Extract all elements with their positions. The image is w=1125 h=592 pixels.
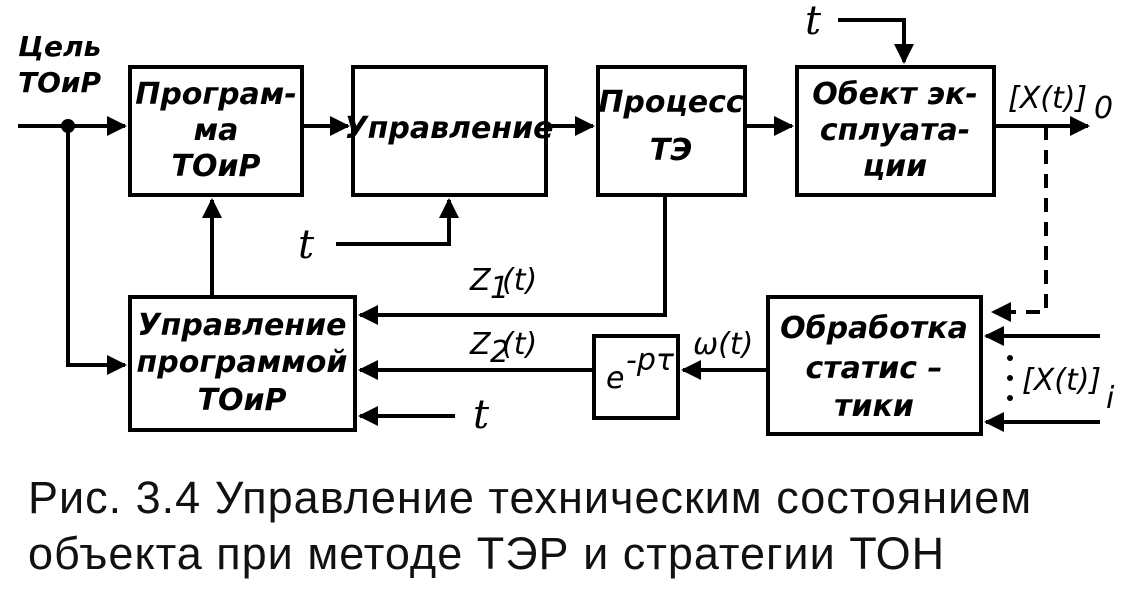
output-state-label: [X(t)] 0 <box>1008 81 1113 126</box>
svg-text:0: 0 <box>1094 91 1113 126</box>
caption-line-1: Рис. 3.4 Управление техническим состояни… <box>28 472 1033 523</box>
svg-text:ции: ции <box>863 149 927 184</box>
time-label-control: t <box>298 222 315 268</box>
time-label-object: t <box>805 0 822 44</box>
svg-text:ма: ма <box>194 113 239 148</box>
block-delay: e -pτ <box>592 334 680 420</box>
svg-text:ТОиР: ТОиР <box>172 149 261 184</box>
svg-text:Управление: Управление <box>345 111 554 146</box>
svg-text:Обект эк-: Обект эк- <box>812 77 978 112</box>
figure-caption: Рис. 3.4 Управление техническим состояни… <box>28 470 1108 582</box>
z2-label: Z 2 (t) <box>469 327 537 370</box>
z1-feedback <box>358 195 667 325</box>
svg-text:Процесс: Процесс <box>598 85 744 120</box>
svg-text:Z: Z <box>469 263 492 298</box>
svg-text:Управление: Управление <box>138 308 347 343</box>
svg-text:Програм-: Програм- <box>135 77 297 112</box>
goal-input-label: Цель ТОиР <box>18 30 102 99</box>
svg-text:(t): (t) <box>502 327 537 362</box>
dashed-feedback <box>991 126 1048 322</box>
svg-text:-pτ: -pτ <box>626 343 675 378</box>
time-arrow-control <box>336 198 459 246</box>
omega-label: ω(t) <box>693 327 753 362</box>
branch-to-program-control <box>66 126 127 375</box>
svg-text:Цель: Цель <box>18 30 101 63</box>
svg-text:статис –: статис – <box>805 351 942 386</box>
time-arrow-object <box>838 18 914 64</box>
svg-text:(t): (t) <box>502 263 537 298</box>
svg-text:программой: программой <box>137 345 348 380</box>
input-states-label: [X(t)] i <box>1022 363 1115 416</box>
svg-text:[X(t)]: [X(t)] <box>1022 363 1101 398</box>
block-control: Управление <box>345 65 554 197</box>
block-statistics: Обработка статис – тики <box>766 295 983 436</box>
svg-text:тики: тики <box>834 389 914 424</box>
block-program-toir: Програм- ма ТОиР <box>128 65 304 197</box>
svg-text:сплуата-: сплуата- <box>820 113 970 148</box>
block-object: Обект эк- сплуата- ции <box>795 65 996 197</box>
time-label-programcontrol: t <box>473 392 490 438</box>
svg-text:i: i <box>1106 381 1115 416</box>
svg-text:1: 1 <box>490 271 509 306</box>
svg-text:2: 2 <box>490 335 509 370</box>
z1-label: Z 1 (t) <box>469 263 537 306</box>
block-program-control: Управление программой ТОиР <box>128 295 357 432</box>
statistics-input-dots <box>1007 355 1013 401</box>
svg-text:e: e <box>606 361 624 396</box>
svg-text:[X(t)]: [X(t)] <box>1008 81 1087 116</box>
svg-text:ТОиР: ТОиР <box>198 383 287 418</box>
caption-line-2: объекта при методе ТЭР и стратегии ТОН <box>28 528 946 579</box>
svg-text:ТЭ: ТЭ <box>650 133 692 168</box>
block-process-te: Процесс ТЭ <box>596 65 747 197</box>
svg-text:ТОиР: ТОиР <box>18 66 102 99</box>
svg-text:Z: Z <box>469 327 492 362</box>
svg-text:Обработка: Обработка <box>780 311 968 346</box>
